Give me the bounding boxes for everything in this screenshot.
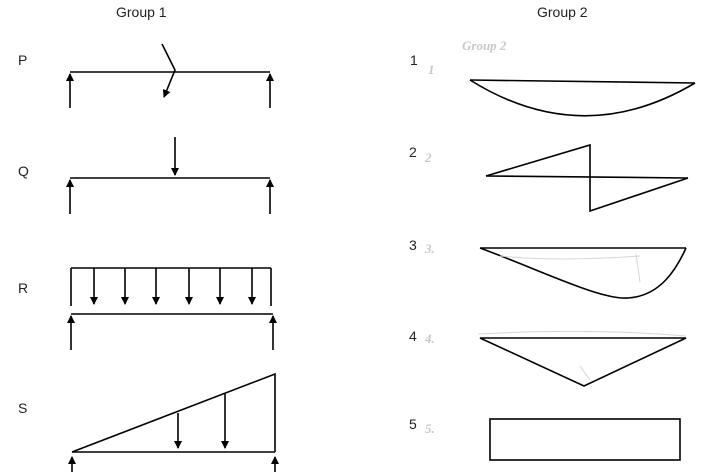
diagram-5-shape — [489, 418, 681, 461]
scan-artefacts — [477, 253, 687, 381]
diagram-1-curve — [469, 79, 696, 117]
diagram-2-profile — [485, 143, 689, 213]
diagram-3-cubic — [479, 247, 687, 299]
beam-r — [67, 267, 277, 350]
label-q: Q — [18, 163, 29, 179]
beam-p — [66, 43, 274, 108]
diagram-1-baseline — [469, 79, 696, 84]
diagram-3-curve — [479, 247, 687, 299]
beam-q — [66, 137, 274, 214]
group1-title: Group 1 — [116, 4, 167, 20]
label-1: 1 — [410, 52, 418, 68]
watermark-num-4: 4. — [425, 331, 435, 346]
diagram-4-shape — [479, 337, 687, 387]
artefact-3 — [499, 255, 641, 260]
diagram-5-rectangle — [489, 418, 681, 461]
diagram-4-triangle — [479, 337, 687, 387]
group2-title: Group 2 — [537, 4, 588, 20]
label-r: R — [18, 280, 29, 296]
label-4: 4 — [409, 328, 417, 344]
label-s: S — [18, 400, 28, 416]
label-2: 2 — [409, 144, 417, 160]
diagram-2-baseline — [485, 175, 689, 179]
watermark-num-3: 3. — [425, 241, 435, 256]
label-3: 3 — [409, 237, 417, 253]
label-p: P — [18, 52, 28, 68]
watermark-group2: Group 2 — [462, 38, 507, 53]
beam-s-triangular-load — [71, 372, 276, 453]
beam-p-inclined-load — [161, 43, 176, 98]
artefact-4b — [579, 365, 591, 381]
label-5: 5 — [409, 416, 417, 432]
diagram-2-antisymmetric — [485, 143, 689, 213]
diagram-1-parabola — [469, 79, 696, 117]
artefact-4 — [477, 330, 687, 337]
artefact-3b — [635, 253, 641, 283]
watermark-num-1: 1 — [428, 62, 435, 77]
beam-s — [68, 372, 279, 472]
watermark-num-2: 2 — [425, 150, 432, 165]
watermark-num-5: 5. — [425, 421, 435, 436]
